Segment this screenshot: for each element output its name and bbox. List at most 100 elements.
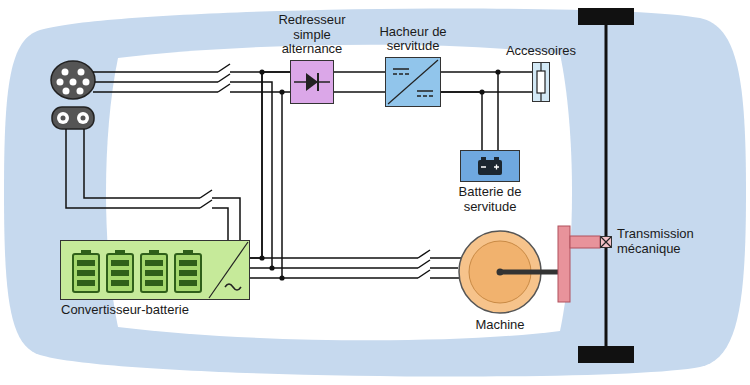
battery-stripe <box>145 280 163 286</box>
battery-stripe <box>77 260 95 266</box>
node-icon <box>458 230 542 314</box>
socket-pin <box>77 88 84 95</box>
battery-polarity <box>481 165 499 170</box>
battery-stripe <box>179 280 197 286</box>
node-label: Convertisseur-batterie <box>61 303 261 318</box>
machine-shaft <box>500 270 542 275</box>
socket-pin <box>62 69 69 76</box>
wire <box>66 129 228 240</box>
battery-cell <box>141 254 167 292</box>
node-icon <box>386 58 440 106</box>
switch-blade <box>200 190 212 208</box>
node-label-block: Transmission mécanique <box>617 227 707 256</box>
socket-pin <box>61 116 66 121</box>
machine-circle: Machine <box>458 230 542 314</box>
converter-diagonal <box>388 60 438 104</box>
node-label: Machine <box>460 318 540 333</box>
battery-symbol <box>478 160 502 175</box>
node-label: Transmission mécanique <box>617 227 707 256</box>
wheel <box>578 8 634 25</box>
battery-cell <box>73 254 99 292</box>
wire-connector <box>250 267 458 269</box>
node-label-block: Machine <box>460 318 540 333</box>
battery-stripe <box>111 260 129 266</box>
socket-pin <box>57 79 64 86</box>
charging-socket <box>51 61 95 99</box>
battery-stripe <box>145 270 163 276</box>
battery-cell <box>107 254 133 292</box>
junction-dot <box>279 275 284 280</box>
battery-stripe <box>179 270 197 276</box>
node-label: Hacheur de servitude <box>373 25 453 54</box>
socket-pin <box>78 69 85 76</box>
transmission-box: Transmission mécanique <box>600 236 612 248</box>
node-icon <box>533 63 549 101</box>
battery-stripe <box>111 280 129 286</box>
socket-pin <box>81 116 86 121</box>
rectifier-box: Redresseur simple alternance <box>290 60 334 104</box>
battery-stripe <box>145 260 163 266</box>
wheel <box>578 346 634 363</box>
dc-dc-converter-box: Hacheur de servitude <box>385 57 441 107</box>
converter-diagonal <box>209 242 248 298</box>
cross-symbol <box>601 237 611 247</box>
junction-dot <box>269 265 274 270</box>
accessories-box: Accessoires <box>532 62 550 102</box>
ac-symbol <box>225 284 241 290</box>
node-icon <box>461 151 519 181</box>
node-label: Batterie de servitude <box>450 185 530 214</box>
junction-dot <box>279 89 284 94</box>
socket-pin <box>63 88 70 95</box>
resistor-symbol <box>537 71 545 93</box>
node-label-block: Batterie de servitude <box>450 185 530 214</box>
battery-cell <box>175 254 201 292</box>
battery-terminal <box>494 157 499 160</box>
socket-pin <box>83 79 90 86</box>
node-icon <box>61 241 249 299</box>
dc-symbol <box>417 91 433 96</box>
auxiliary-battery-box: Batterie de servitude <box>460 150 520 182</box>
wire-connector <box>334 71 385 73</box>
machine-circle <box>459 231 541 313</box>
diode-bar <box>317 73 319 91</box>
node-label: Accessoires <box>496 44 586 59</box>
battery-stripe <box>111 270 129 276</box>
node-label-block: Hacheur de servitude <box>373 25 453 54</box>
socket-pin <box>77 112 89 124</box>
wire-connector <box>250 72 290 258</box>
wire <box>93 92 290 278</box>
dc-symbol <box>393 69 409 74</box>
battery-terminal <box>481 157 486 160</box>
wire-connector <box>441 71 532 73</box>
node-icon <box>291 61 333 103</box>
junction-dot <box>259 69 264 74</box>
wire <box>84 129 240 240</box>
dc-socket <box>52 107 94 129</box>
wire <box>334 91 385 93</box>
car-body <box>4 8 746 376</box>
node-icon <box>601 237 611 247</box>
wire <box>441 72 532 150</box>
node-label-block: Redresseur simple alternance <box>272 13 352 57</box>
switch-blade <box>418 250 430 278</box>
gear <box>570 236 600 248</box>
node-label-block: Accessoires <box>496 44 586 59</box>
diode-symbol <box>306 73 318 91</box>
node-label: Redresseur simple alternance <box>272 13 352 57</box>
gear <box>558 226 570 302</box>
switch-blade <box>218 64 230 92</box>
wire-connector <box>441 92 482 150</box>
axle <box>605 25 608 346</box>
junction-dot <box>495 69 500 74</box>
junction-dot <box>479 89 484 94</box>
junction-dot <box>259 255 264 260</box>
socket-pin <box>70 79 77 86</box>
shaft-hub <box>497 269 504 276</box>
battery-converter-box: Convertisseur-batterie <box>60 240 250 300</box>
socket-pin <box>57 112 69 124</box>
